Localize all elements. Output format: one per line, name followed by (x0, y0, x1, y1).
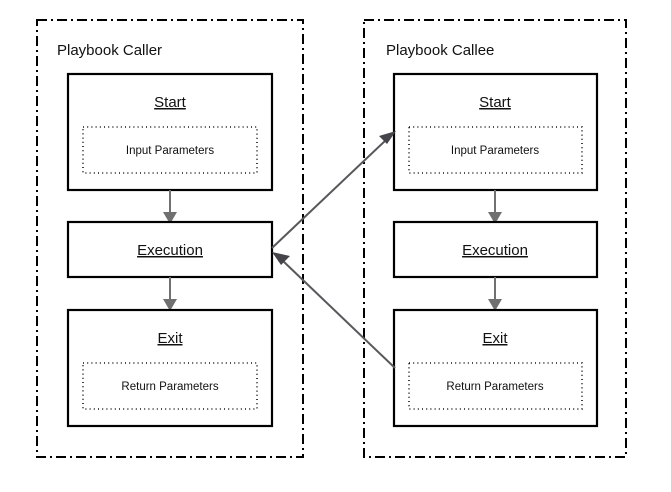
flow-arrow-callee-start-to-execution (488, 190, 502, 224)
node-box-callee-exit (392, 308, 599, 428)
connector-call-arrow (271, 131, 396, 249)
node-box-callee-execution (392, 220, 599, 279)
node-callee-exit[interactable]: Exit Return Parameters (392, 308, 599, 428)
param-box-caller-exit-return (82, 362, 258, 410)
node-caller-exit[interactable]: Exit Return Parameters (66, 308, 274, 428)
node-box-caller-exit (66, 308, 274, 428)
param-label-callee-exit-return: Return Parameters (446, 381, 543, 393)
node-callee-start[interactable]: Start Input Parameters (392, 72, 599, 192)
node-box-callee-start (392, 72, 599, 192)
param-label-callee-start-input: Input Parameters (451, 145, 539, 157)
group-frame-callee (363, 19, 627, 458)
group-title-callee: Playbook Callee (386, 42, 494, 59)
connector-return-arrow (272, 252, 396, 369)
node-caller-start[interactable]: Start Input Parameters (66, 72, 274, 192)
flow-arrow-caller-start-to-execution (163, 190, 177, 224)
node-callee-execution[interactable]: Execution (392, 220, 599, 279)
flow-arrow-caller-execution-to-exit (163, 277, 177, 311)
node-title-callee-start: Start (479, 94, 512, 111)
param-label-caller-exit-return: Return Parameters (121, 381, 218, 393)
node-box-caller-execution (66, 220, 274, 279)
group-title-caller: Playbook Caller (57, 42, 162, 59)
node-title-caller-execution: Execution (137, 242, 203, 259)
group-playbook-caller[interactable]: Playbook Caller Start Input Parameters E… (36, 19, 304, 458)
param-box-caller-start-input (82, 126, 258, 174)
node-title-caller-exit: Exit (157, 330, 183, 347)
node-title-callee-exit: Exit (482, 330, 508, 347)
flow-arrow-callee-execution-to-exit (488, 277, 502, 311)
param-label-caller-start-input: Input Parameters (126, 145, 214, 157)
group-frame-caller (36, 19, 304, 458)
node-title-caller-start: Start (154, 94, 187, 111)
group-playbook-callee[interactable]: Playbook Callee Start Input Parameters E… (363, 19, 627, 458)
node-caller-execution[interactable]: Execution (66, 220, 274, 279)
node-title-callee-execution: Execution (462, 242, 528, 259)
